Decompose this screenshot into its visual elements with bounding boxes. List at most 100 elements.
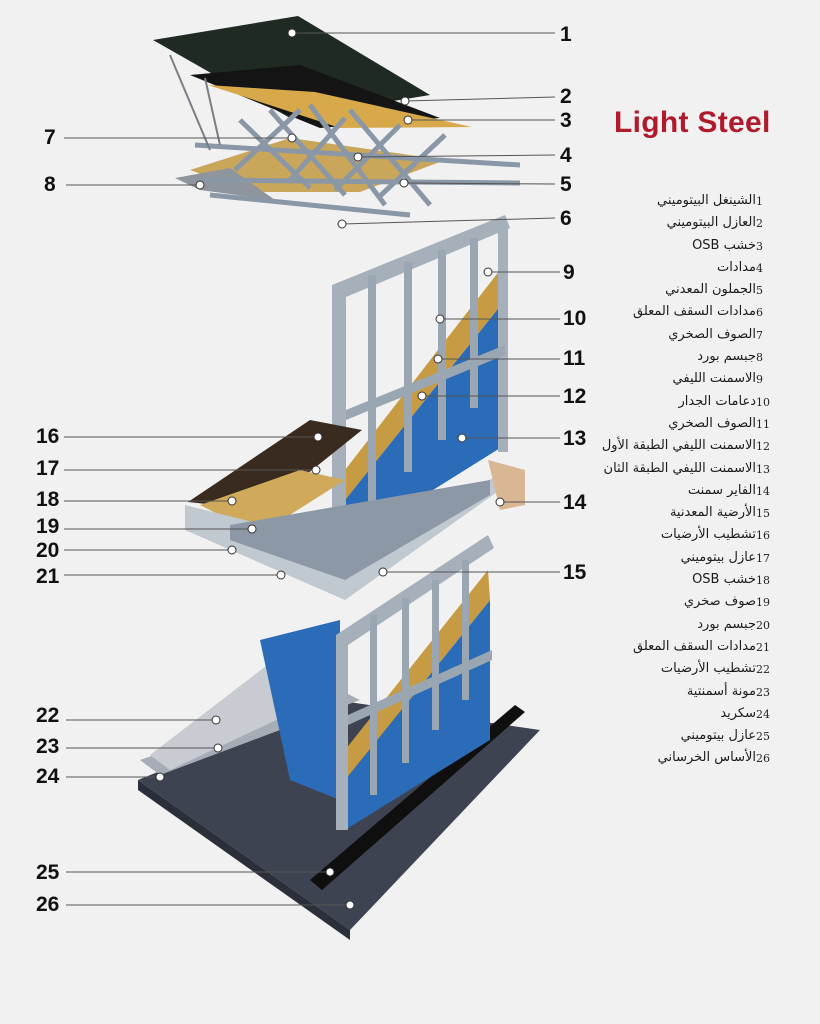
diagram-title: Light Steel bbox=[614, 106, 771, 139]
wall-board-outer bbox=[345, 300, 505, 545]
callout-23: 23 bbox=[36, 735, 60, 758]
callout-7: 7 bbox=[44, 126, 56, 149]
legend-label: سكريد bbox=[720, 705, 756, 721]
legend-number: 25 bbox=[756, 730, 770, 744]
leader-dots bbox=[155, 28, 505, 910]
fire-cement bbox=[488, 460, 525, 510]
legend-label: جبسم بورد bbox=[697, 349, 756, 365]
legend-label: تشطيب الأرضيات bbox=[660, 661, 756, 677]
legend-number: 14 bbox=[756, 484, 770, 498]
callout-22: 22 bbox=[36, 704, 60, 727]
legend-label: مدادات bbox=[716, 259, 756, 275]
legend-label: الاسمنت الليفي bbox=[672, 371, 756, 387]
legend-label: خشب OSB bbox=[692, 237, 756, 253]
callout-3: 3 bbox=[560, 109, 572, 132]
callout-26: 26 bbox=[36, 893, 60, 916]
callout-19: 19 bbox=[36, 515, 60, 538]
callout-5: 5 bbox=[560, 173, 572, 196]
callout-12: 12 bbox=[563, 385, 587, 408]
legend-label: خشب OSB bbox=[692, 572, 756, 588]
lower-wall-frame-left bbox=[336, 635, 348, 830]
legend-number: 11 bbox=[756, 417, 770, 431]
legend-number: 2 bbox=[756, 217, 763, 231]
callout-11: 11 bbox=[563, 347, 586, 370]
wall-frame-top bbox=[332, 215, 510, 297]
callout-15: 15 bbox=[563, 561, 587, 584]
floor-finish bbox=[188, 420, 362, 510]
legend-number: 20 bbox=[756, 618, 770, 632]
callout-13: 13 bbox=[563, 427, 587, 450]
legend-label: مونة أسمنتية bbox=[686, 683, 756, 699]
callout-4: 4 bbox=[560, 144, 572, 167]
legend-label: الاسمنت الليفي الطبقة الثان bbox=[603, 460, 756, 476]
ground-assembly bbox=[138, 535, 540, 940]
callout-21: 21 bbox=[36, 565, 60, 588]
legend-label: مدادات السقف المعلق bbox=[632, 304, 756, 320]
ceiling-board bbox=[175, 168, 275, 200]
leader-lines bbox=[64, 32, 560, 906]
callout-6: 6 bbox=[560, 207, 572, 230]
callout-17: 17 bbox=[36, 457, 60, 480]
legend-number: 10 bbox=[756, 395, 770, 409]
legend-label: عازل بيتوميني bbox=[680, 549, 756, 565]
floor-assembly bbox=[185, 420, 525, 600]
legend-number: 16 bbox=[756, 529, 770, 543]
legend-number: 19 bbox=[756, 596, 770, 610]
legend-number: 6 bbox=[756, 306, 763, 320]
callout-25: 25 bbox=[36, 861, 60, 884]
legend-number: 22 bbox=[756, 663, 770, 677]
legend-number: 8 bbox=[756, 351, 763, 365]
legend-label: الاسمنت الليفي الطبقة الأول bbox=[601, 438, 756, 454]
floor-joists bbox=[230, 480, 490, 580]
legend-label: الأرضية المعدنية bbox=[669, 505, 756, 521]
roof-assembly bbox=[153, 16, 521, 218]
legend-label: عازل بيتوميني bbox=[680, 728, 756, 744]
callout-8: 8 bbox=[44, 173, 56, 196]
legend-number: 3 bbox=[756, 239, 763, 253]
legend-number: 4 bbox=[756, 261, 763, 275]
callout-24: 24 bbox=[36, 765, 60, 788]
legend-number: 18 bbox=[756, 574, 770, 588]
foundation-side bbox=[138, 780, 350, 940]
callout-14: 14 bbox=[563, 491, 587, 514]
legend-label: جبسم بورد bbox=[697, 616, 756, 632]
lower-wall-board-back bbox=[260, 620, 340, 800]
callout-1: 1 bbox=[560, 23, 572, 46]
legend-label: الصوف الصخري bbox=[668, 326, 756, 342]
legend-number: 13 bbox=[756, 462, 770, 476]
callout-9: 9 bbox=[563, 261, 575, 284]
callout-18: 18 bbox=[36, 488, 60, 511]
legend-label: الأساس الخرساني bbox=[657, 750, 756, 766]
legend-number: 12 bbox=[756, 440, 770, 454]
legend-number: 17 bbox=[756, 551, 770, 565]
legend-number: 23 bbox=[756, 685, 770, 699]
legend-label: تشطيب الأرضيات bbox=[660, 527, 756, 543]
lower-wall-board-front bbox=[345, 600, 490, 830]
legend-label: دعامات الجدار bbox=[678, 393, 756, 409]
lower-wall-insulation bbox=[345, 570, 490, 780]
legend-number: 24 bbox=[756, 707, 770, 721]
